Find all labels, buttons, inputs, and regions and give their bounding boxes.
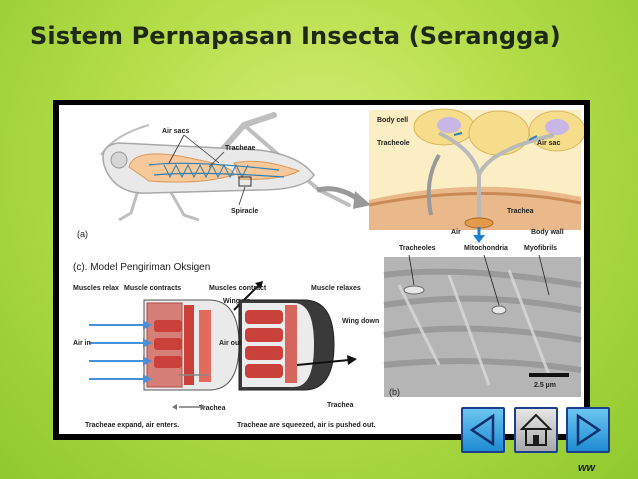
label-muscles-contract: Muscles contract — [209, 285, 267, 292]
wing-up-diagram — [89, 281, 263, 391]
label-mitochondria: Mitochondria — [464, 245, 508, 252]
cycle-double-arrow-icon — [172, 404, 206, 410]
zoom-arrow-icon — [353, 191, 371, 209]
label-trachea-left: Trachea — [199, 405, 226, 412]
label-air-sac: Air sac — [537, 140, 560, 147]
label-panel-b: (b) — [389, 387, 400, 397]
label-panel-a: (a) — [77, 229, 88, 239]
label-trachea-zoom: Trachea — [507, 208, 534, 215]
label-scale-bar: 2.5 µm — [534, 382, 556, 389]
label-tracheae: Tracheae — [225, 145, 255, 152]
micrograph-image — [383, 254, 582, 397]
tracheole-zoom-illustration — [368, 108, 584, 243]
figure-frame: Air sacs Tracheae Spiracle (a) — [53, 100, 590, 440]
caption-wing-down: Tracheae are squeezed, air is pushed out… — [237, 422, 376, 429]
label-myofibrils: Myofibrils — [524, 245, 557, 252]
home-icon — [519, 413, 553, 446]
panel-c-title: (c). Model Pengiriman Oksigen — [73, 262, 210, 273]
label-tracheoles: Tracheoles — [399, 245, 436, 252]
label-muscle-contracts: Muscle contracts — [124, 285, 181, 292]
label-muscles-relax: Muscles relax — [73, 285, 119, 292]
wing-down-arrow-icon — [347, 355, 357, 365]
label-air: Air — [451, 229, 461, 236]
wing-up-arrow-icon — [255, 281, 263, 289]
caption-wing-up: Tracheae expand, air enters. — [85, 422, 179, 429]
previous-slide-button[interactable] — [461, 407, 505, 453]
grasshopper-illustration — [100, 112, 351, 222]
label-wing-up: Wing up — [223, 298, 251, 305]
label-body-cell: Body cell — [377, 117, 408, 124]
label-muscle-relaxes: Muscle relaxes — [311, 285, 361, 292]
figure-image: Air sacs Tracheae Spiracle (a) — [59, 105, 584, 434]
label-spiracle: Spiracle — [231, 208, 258, 215]
next-slide-button[interactable] — [566, 407, 610, 453]
wing-down-diagram — [238, 299, 357, 391]
label-air-sacs: Air sacs — [162, 128, 189, 135]
home-button[interactable] — [514, 407, 558, 453]
watermark-logo: ww — [578, 462, 596, 474]
label-body-wall: Body wall — [531, 229, 564, 236]
left-triangle-icon — [469, 413, 495, 447]
label-trachea-right: Trachea — [327, 402, 354, 409]
slide-title: Sistem Pernapasan Insecta (Serangga) — [30, 22, 561, 50]
label-wing-down: Wing down — [342, 318, 379, 325]
label-air-in: Air in — [73, 340, 91, 347]
respiration-diagram: Air sacs Tracheae Spiracle (a) — [73, 108, 584, 429]
right-triangle-icon — [576, 413, 602, 447]
label-tracheole: Tracheole — [377, 140, 410, 147]
label-air-out: Air out — [219, 340, 242, 347]
